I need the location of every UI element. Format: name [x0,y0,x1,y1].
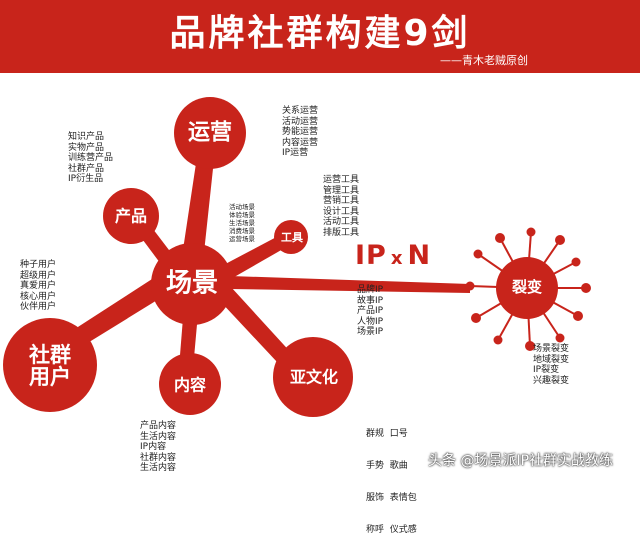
link-center-operations [181,150,215,263]
list-item: IP裂变 [533,365,560,376]
content-list: 产品内容 生活内容 IP内容 社群内容 生活内容 [140,421,176,474]
list-item: 设计工具 [323,206,360,217]
node-tools-label: 工具 [281,231,303,245]
list-item: 生活内容 [140,463,177,474]
subculture-list: 群规 口号 手势 歌曲 服饰 表情包 称呼 仪式感 [366,408,417,546]
node-center-label: 场景 [165,268,219,299]
node-content-circle [159,353,221,415]
link-center-tools [214,233,290,284]
list-item: 关系运营 [282,106,319,116]
list-item: 势能运营 [282,127,319,138]
list-item: 内容运营 [282,137,319,148]
node-fission-circle [496,257,558,319]
list-item: 故事IP [357,295,384,306]
scene-list: 活动场景 体验场景 生活场景 消费场景 运营场景 [229,203,255,243]
list-item: 生活场景 [229,219,255,227]
list-item: 运营场景 [229,235,255,243]
node-subculture-circle [273,337,353,417]
ip-text: IP [355,240,387,271]
operations-list: 关系运营 活动运营 势能运营 内容运营 IP运营 [282,106,318,159]
list-item: 训练营产品 [68,153,114,164]
list-item: 活动运营 [282,116,319,127]
list-item: IP内容 [140,442,167,453]
fission-list: 场景裂变 地域裂变 IP裂变 兴趣裂变 [533,344,569,386]
multiply-sign: x [390,248,404,269]
list-item: 服饰 表情包 [366,492,417,503]
n-text: N [407,240,432,271]
list-item: 社群内容 [140,452,177,463]
node-tools-circle [274,220,308,254]
list-item: 活动场景 [229,203,255,211]
node-product-label: 产品 [114,206,148,226]
list-item: 真爱用户 [20,281,57,292]
list-item: 手势 歌曲 [366,460,408,471]
watermark: 头条 @场景派IP社群实战教练 [428,453,614,469]
list-item: 生活内容 [140,431,177,442]
node-center-circle [151,243,233,325]
node-product-circle [103,188,159,244]
list-item: 场景IP [357,327,384,338]
list-item: 称呼 仪式感 [366,524,417,535]
list-item: 品牌IP [357,285,384,295]
node-subculture-label: 亚文化 [289,367,339,387]
list-item: 兴趣裂变 [533,375,570,386]
list-item: 产品内容 [140,421,177,431]
list-item: 产品IP [357,306,384,317]
list-item: 场景裂变 [533,344,570,354]
users-list: 种子用户 超级用户 真爱用户 核心用户 伙伴用户 [20,260,56,313]
link-center-fission [230,276,470,293]
list-item: 活动工具 [323,217,360,228]
node-content-label: 内容 [173,375,207,395]
author-credit: ——青木老贼原创 [440,54,528,67]
node-fission-label: 裂变 [511,278,543,297]
network-diagram [3,97,591,417]
node-users-circle [3,318,97,412]
list-item: 人物IP [357,316,384,327]
list-item: 体验场景 [229,211,255,219]
list-item: 运营工具 [323,175,360,185]
list-item: 核心用户 [20,291,57,302]
link-center-subculture [205,275,305,378]
node-operations-circle [174,97,246,169]
list-item: 社群产品 [68,163,105,174]
list-item: 群规 口号 [366,429,408,440]
list-item: IP衍生品 [68,174,104,185]
list-item: 知识产品 [68,132,105,142]
list-item: 实物产品 [68,142,105,153]
list-item: IP运营 [282,148,309,159]
ip-types-list: 品牌IP 故事IP 产品IP 人物IP 场景IP [357,285,383,338]
product-list: 知识产品 实物产品 训练营产品 社群产品 IP衍生品 [68,132,113,185]
list-item: 营销工具 [323,196,360,207]
list-item: 种子用户 [20,260,57,270]
list-item: 管理工具 [323,185,360,196]
list-item: 伙伴用户 [20,302,57,313]
list-item: 地域裂变 [533,354,570,365]
node-users-label: 社群 用户 [29,342,71,389]
node-operations-label: 运营 [187,120,233,146]
title-banner: 品牌社群构建9剑 ——青木老贼原创 [0,0,640,73]
page-title: 品牌社群构建9剑 [169,13,471,54]
list-item: 超级用户 [20,270,57,281]
tools-list: 运营工具 管理工具 营销工具 设计工具 活动工具 排版工具 [323,175,359,239]
list-item: 消费场景 [229,227,255,235]
list-item: 排版工具 [323,227,360,238]
